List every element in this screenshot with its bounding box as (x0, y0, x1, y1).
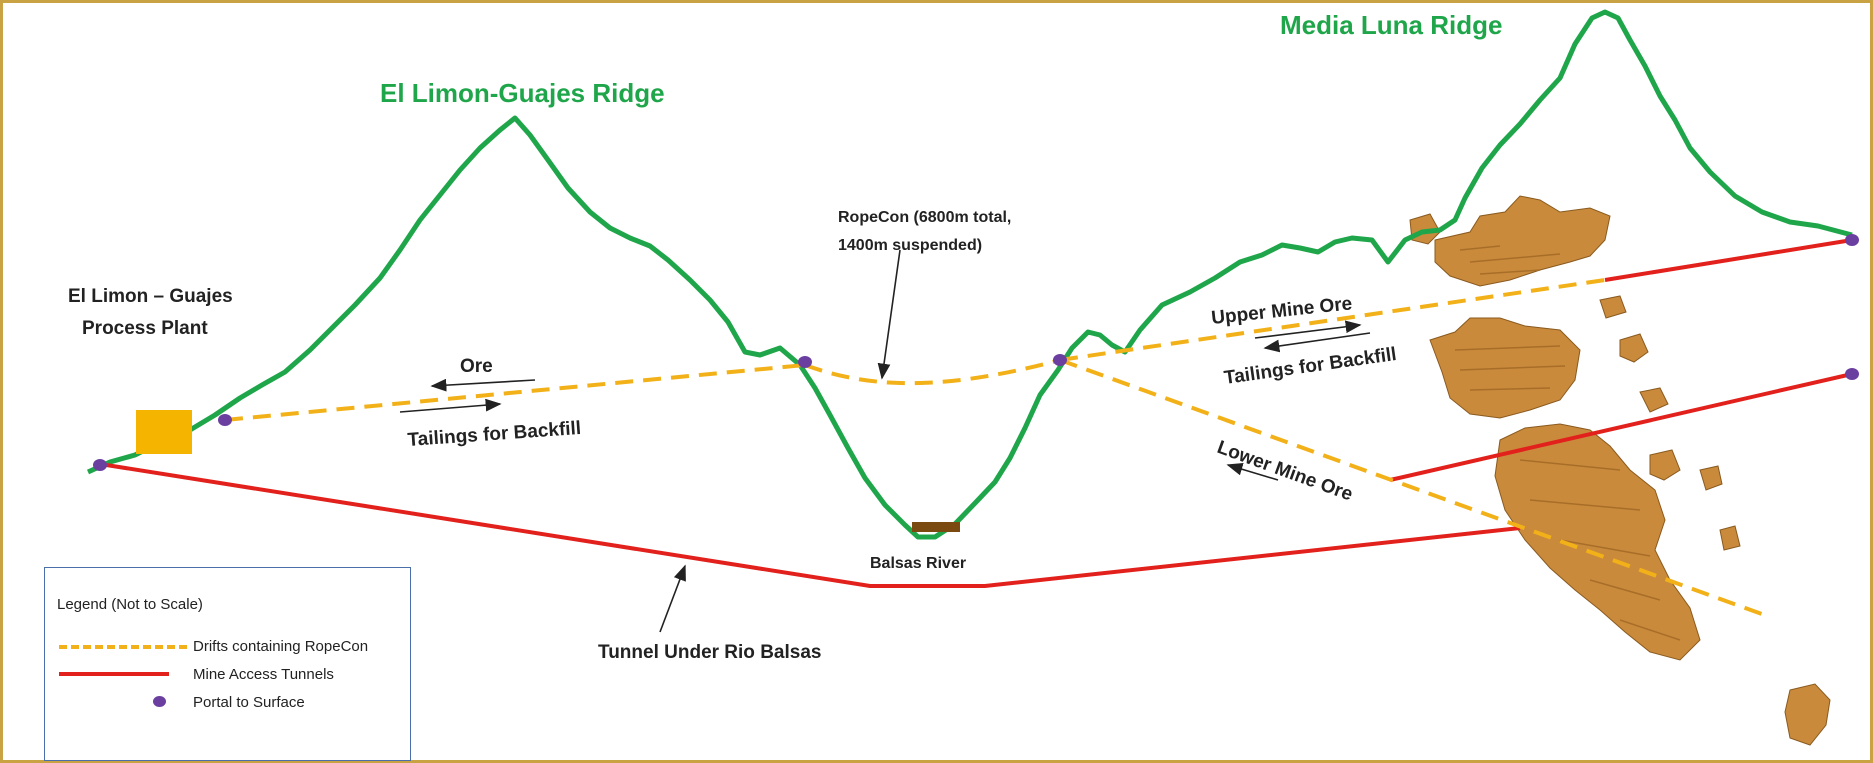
portal-dot (1845, 234, 1859, 246)
portal-dot (1845, 368, 1859, 380)
balsas-river-marker (912, 522, 960, 532)
mine-access-tunnels (99, 238, 1853, 588)
legend-item-ropecon: Drifts containing RopeCon (57, 636, 368, 656)
ropecon-drift-lower (1059, 358, 1771, 619)
portal-dot (1053, 354, 1067, 366)
tailings-right-arrow (1254, 320, 1362, 339)
ore-label: Ore (460, 356, 493, 377)
legend-solid-line-symbol (57, 664, 187, 684)
portal-dot (798, 356, 812, 368)
process-plant-label-line1: El Limon – Guajes (68, 286, 233, 307)
legend-item-label: Portal to Surface (193, 693, 305, 711)
el-limon-guajes-ridge-title: El Limon-Guajes Ridge (380, 78, 665, 108)
portals-to-surface (93, 234, 1859, 471)
ropecon-drift-upper (1059, 278, 1606, 362)
tailings-left-label: Tailings for Backfill (407, 418, 582, 451)
legend-item-portal: Portal to Surface (57, 692, 305, 712)
process-plant-label-line2: Process Plant (82, 318, 208, 339)
ropecon-label-line2: 1400m suspended) (838, 237, 982, 254)
legend-item-label: Drifts containing RopeCon (193, 637, 369, 655)
ropecon-suspended-span (804, 358, 1061, 386)
upper-mine-ore-label: Upper Mine Ore (1210, 293, 1353, 329)
media-luna-ridge-title: Media Luna Ridge (1280, 10, 1502, 40)
tunnel-pointer-arrow (659, 564, 686, 633)
upper-access-tunnel (1604, 238, 1853, 282)
legend-box: Legend (Not to Scale) Drifts containing … (44, 567, 411, 761)
tailings-right-label: Tailings for Backfill (1223, 344, 1398, 389)
tailings-left-arrow (399, 398, 502, 413)
legend-item-access-tunnels: Mine Access Tunnels (57, 664, 334, 684)
annotation-arrows (399, 249, 1371, 633)
ore-direction-arrow (430, 378, 536, 392)
legend-title: Legend (Not to Scale) (57, 596, 203, 613)
ore-body-texture (1454, 245, 1681, 641)
upper-ore-arrow (1263, 332, 1371, 353)
tunnel-under-rio-balsas (99, 462, 1521, 588)
portal-dot (218, 414, 232, 426)
portal-dot (93, 459, 107, 471)
ropecon-label-line1: RopeCon (6800m total, (838, 209, 1011, 226)
ropecon-pointer-arrow (877, 249, 901, 380)
lower-ore-arrow (1226, 463, 1279, 481)
process-plant-box (136, 410, 192, 454)
terrain-profile-line (86, 9, 1853, 540)
tunnel-under-rio-balsas-label: Tunnel Under Rio Balsas (598, 642, 821, 663)
legend-dot-symbol (57, 692, 187, 712)
balsas-river-label: Balsas River (870, 555, 966, 572)
lower-access-tunnel (1389, 372, 1853, 482)
legend-item-label: Mine Access Tunnels (193, 665, 334, 683)
ropecon-drifts (224, 278, 1771, 619)
legend-dashed-line-symbol (57, 636, 187, 656)
lower-mine-ore-label: Lower Mine Ore (1214, 437, 1355, 505)
ropecon-drift-left (224, 363, 806, 422)
